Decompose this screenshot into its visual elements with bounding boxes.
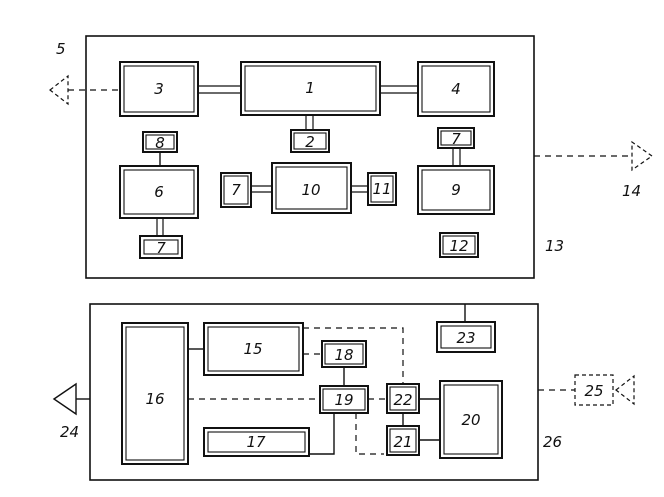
block-19: 19 (319, 385, 369, 414)
block-7-middle: 7 (220, 172, 252, 208)
block-22: 22 (386, 383, 420, 414)
block-11: 11 (367, 172, 397, 206)
block-17: 17 (203, 427, 310, 457)
block-3-label: 3 (154, 80, 164, 98)
upper-connections (156, 85, 461, 236)
block-1: 1 (240, 61, 381, 116)
block-17-label: 17 (246, 433, 266, 451)
block-12: 12 (439, 232, 479, 258)
block-20: 20 (439, 380, 503, 459)
block-10: 10 (271, 162, 352, 214)
block-18: 18 (321, 340, 367, 368)
block-20-label: 20 (461, 411, 480, 429)
block-21: 21 (386, 425, 420, 456)
block-16: 16 (121, 322, 189, 465)
block-6: 6 (119, 165, 199, 219)
block-7-bottom: 7 (139, 235, 183, 259)
block-1-label: 1 (305, 79, 315, 97)
block-2: 2 (290, 129, 330, 153)
block-25-label: 25 (584, 382, 603, 400)
block-10-label: 10 (301, 181, 320, 199)
antenna-25: 25 (538, 374, 635, 406)
block-21-label: 21 (393, 433, 412, 451)
block-23: 23 (436, 321, 496, 353)
block-9: 9 (417, 165, 495, 215)
antenna-14: 14 (534, 140, 654, 200)
block-16-label: 16 (145, 390, 164, 408)
lower-connections (188, 304, 466, 455)
block-7-right: 7 (437, 127, 475, 149)
block-2-label: 2 (305, 133, 315, 151)
upper-unit-label: 13 (545, 237, 564, 255)
lower-unit-frame (89, 303, 539, 481)
block-9-label: 9 (451, 181, 461, 199)
block-3: 3 (119, 61, 199, 117)
block-8-label: 8 (155, 134, 165, 152)
block-23-label: 23 (456, 329, 475, 347)
upper-unit-frame (85, 35, 535, 279)
block-4: 4 (417, 61, 495, 117)
block-18-label: 18 (334, 346, 353, 364)
block-12-label: 12 (449, 237, 468, 255)
block-7-right-label: 7 (451, 130, 461, 148)
block-8: 8 (142, 131, 178, 153)
block-11-label: 11 (372, 180, 391, 198)
block-15-label: 15 (243, 340, 262, 358)
antenna-14-label: 14 (622, 182, 641, 200)
block-22-label: 22 (393, 391, 412, 409)
lower-unit-label: 26 (543, 433, 562, 451)
antenna-5: 5 (49, 40, 120, 106)
block-7-middle-label: 7 (231, 181, 241, 199)
antenna-24: 24 (52, 382, 90, 441)
block-6-label: 6 (154, 183, 164, 201)
block-15: 15 (203, 322, 304, 376)
block-7-bottom-label: 7 (156, 239, 166, 257)
antenna-5-label: 5 (56, 40, 66, 58)
block-19-label: 19 (334, 391, 353, 409)
antenna-24-label: 24 (60, 423, 79, 441)
block-4-label: 4 (451, 80, 461, 98)
